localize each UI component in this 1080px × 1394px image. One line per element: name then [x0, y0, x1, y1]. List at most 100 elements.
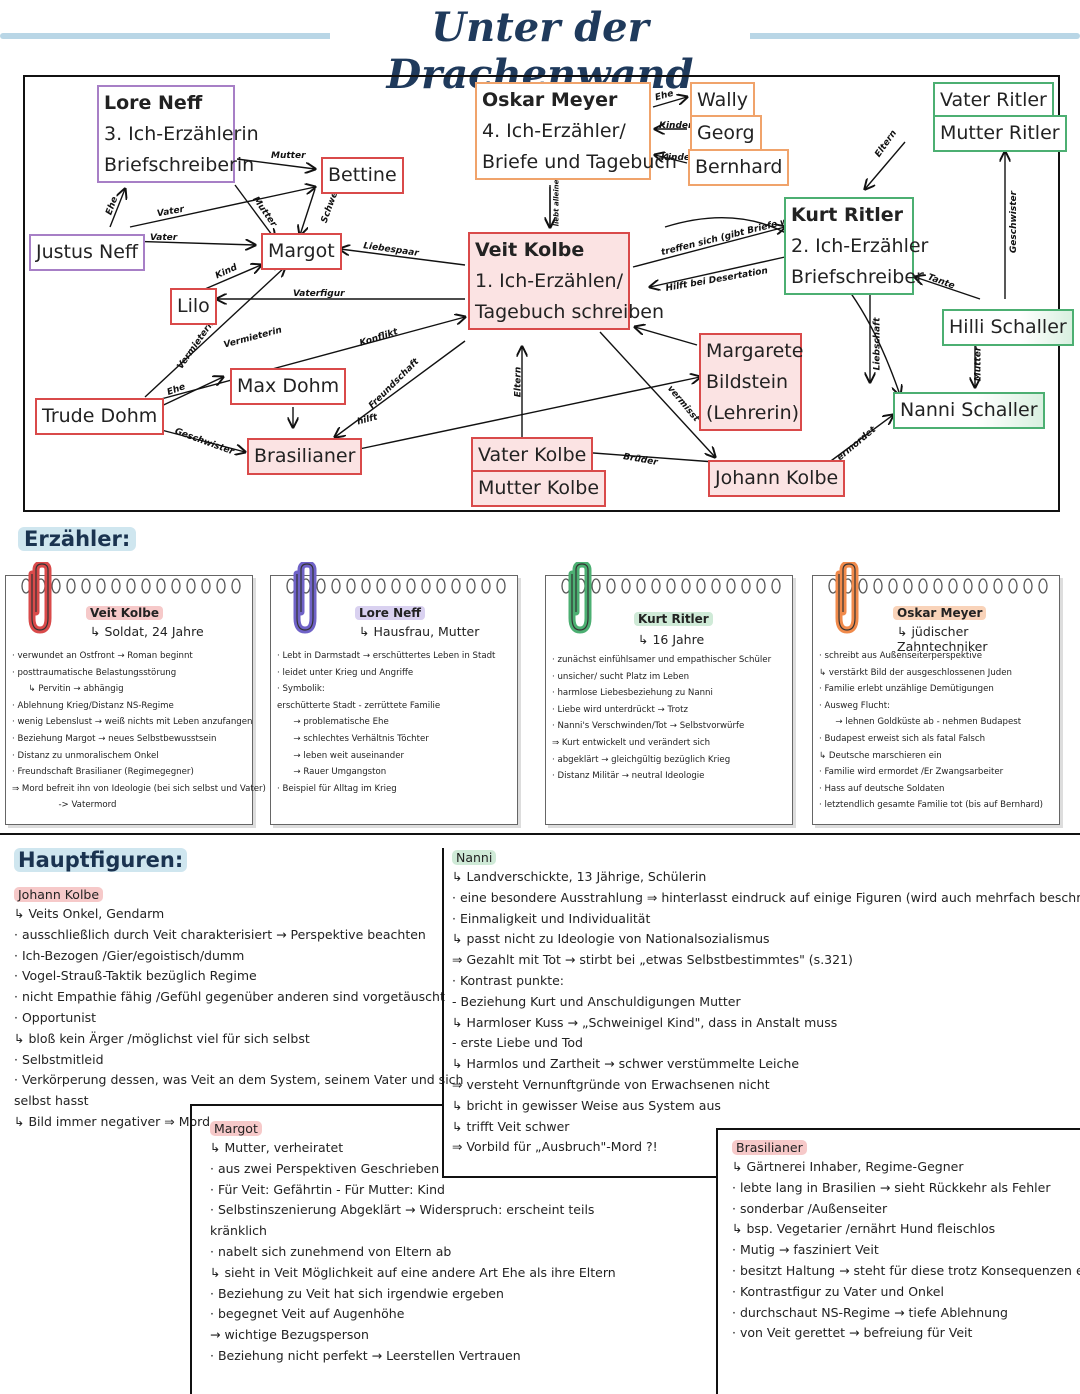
- title-rule-left: [0, 33, 345, 39]
- node-margarete-name: Margarete: [706, 340, 804, 362]
- list-item: · letztendlich gesamte Familie tot (bis …: [819, 800, 1043, 811]
- spiral-ring: [66, 578, 76, 594]
- spiral-ring: [171, 578, 181, 594]
- node-kurt-name: Kurt Ritler: [791, 204, 903, 226]
- list-item: · Budapest erweist sich als fatal Falsch: [819, 733, 986, 744]
- list-item: · Beziehung Margot → neues Selbstbewusst…: [12, 733, 217, 744]
- text-line: · Für Veit: Gefährtin - Für Mutter: Kind: [210, 1181, 445, 1197]
- spiral-ring: [873, 578, 883, 594]
- edge-label-kinder-2: Kinder: [661, 153, 695, 163]
- figure-lines: ↳ Mutter, verheiratet· aus zwei Perspekt…: [210, 1138, 710, 1367]
- narrator-card-lore: Lore Neff ↳ Hausfrau, Mutter · Lebt in D…: [270, 562, 518, 825]
- list-item: · posttraumatische Belastungsstörung: [12, 667, 177, 678]
- text-line: · Kontrastfigur zu Vater und Onkel: [732, 1283, 944, 1299]
- node-oskar-desc: Briefe und Tagebuch: [482, 150, 677, 173]
- brasilianer-border-top: [716, 1128, 1080, 1130]
- edge-trude-max: [154, 377, 223, 410]
- text-line: ↳ bricht in gewisser Weise aus System au…: [452, 1097, 721, 1113]
- node-veit-name: Veit Kolbe: [475, 239, 585, 261]
- edge-label-eltern-veit: Eltern: [513, 366, 524, 398]
- list-item: · harmlose Liebesbeziehung zu Nanni: [552, 688, 713, 699]
- list-item: ⇒ Mord befreit ihn von Ideologie (bei si…: [12, 783, 266, 794]
- text-line: · lebte lang in Brasilien → sieht Rückke…: [732, 1179, 1051, 1195]
- list-item: · abgeklärt → gleichgültig bezüglich Kri…: [552, 754, 731, 765]
- figure-lines: ↳ Veits Onkel, Gendarm · ausschließlich d…: [14, 904, 463, 1133]
- node-veit-role: 1. Ich-Erzählen/: [475, 269, 624, 292]
- spiral-ring: [591, 578, 601, 594]
- text-line: ↳ Veits Onkel, Gendarm: [14, 906, 165, 921]
- spiral-ring: [466, 578, 476, 594]
- list-item: · wenig Lebenslust → weiß nichts mit Leb…: [12, 717, 253, 728]
- text-line: · ausschließlich durch Veit charakterisi…: [14, 926, 426, 942]
- edge-label-vater-2: Vater: [150, 233, 178, 243]
- edge-label-liebschaft: Liebschaft: [872, 317, 883, 371]
- spiral-ring: [726, 578, 736, 594]
- list-item: · Ausweg Flucht:: [819, 700, 890, 711]
- figure-margot: Margot ↳ Mutter, verheiratet· aus zwei P…: [210, 1118, 710, 1367]
- text-line: ↳ Landverschickte, 13 Jährige, Schülerin: [452, 869, 707, 884]
- text-line: · eine besondere Ausstrahlung ⇒ hinterla…: [452, 889, 1080, 905]
- text-line: · Selbstinszenierung Abgeklärt → Widersp…: [210, 1202, 595, 1218]
- paperclip-icon: [293, 562, 317, 634]
- text-line: selbst hasst: [14, 1093, 89, 1109]
- narrator-sub: ↳ jüdischer Zahntechniker: [897, 624, 988, 654]
- edge-veit-brasilianer: [335, 340, 466, 437]
- spiral-ring: [666, 578, 676, 594]
- spiral-ring: [391, 578, 401, 594]
- list-item: ⇒ Kurt entwickelt und verändert sich: [552, 737, 711, 748]
- text-line: · besitzt Haltung → steht für diese trot…: [732, 1262, 1080, 1278]
- spiral-ring: [1008, 578, 1018, 594]
- text-line: · durchschaut NS-Regime → tiefe Ablehnun…: [732, 1304, 1008, 1320]
- node-lore-name: Lore Neff: [104, 92, 203, 114]
- spiral-ring: [756, 578, 766, 594]
- spiral-ring: [651, 578, 661, 594]
- text-line: - erste Liebe und Tod: [452, 1035, 583, 1051]
- node-oskar-name: Oskar Meyer: [482, 89, 618, 111]
- narrator-lines: · zunächst einfühlsamer und empathischer…: [552, 652, 788, 785]
- text-line: ⇒ Vorbild für „Ausbruch"-Mord ?!: [452, 1139, 658, 1155]
- node-vater-ritler: Vater Ritler: [933, 82, 1054, 119]
- narrator-card-veit: Veit Kolbe ↳ Soldat, 24 Jahre · verwunde…: [5, 562, 266, 825]
- narrator-card-oskar: Oskar Meyer ↳ jüdischer Zahntechniker · …: [812, 562, 1060, 825]
- spiral-ring: [231, 578, 241, 594]
- narrator-card-kurt: Kurt Ritler ↳ 16 Jahre · zunächst einfüh…: [545, 562, 793, 825]
- list-item: ↳ Deutsche marschieren ein: [819, 750, 942, 761]
- node-lore-neff: Lore Neff 3. Ich-Erzählerin Briefschreib…: [97, 85, 259, 184]
- figure-nanni: Nanni ↳ Landverschickte, 13 Jährige, Sch…: [452, 847, 1080, 1158]
- spiral-ring: [978, 578, 988, 594]
- narrator-sub-text: 16 Jahre: [652, 632, 705, 647]
- text-line: · Beziehung zu Veit hat sich irgendwie e…: [210, 1285, 504, 1301]
- edge-oskar-wally: [652, 97, 687, 108]
- node-veit-kolbe: Veit Kolbe 1. Ich-Erzählen/ Tagebuch sch…: [468, 232, 665, 331]
- node-oskar-role: 4. Ich-Erzähler/: [482, 119, 626, 142]
- list-item: · Freundschaft Brasilianer (Regimegegner…: [12, 767, 194, 778]
- list-item: · Liebe wird unterdrückt → Trotz: [552, 704, 688, 715]
- text-line: → wichtige Bezugsperson: [210, 1327, 369, 1343]
- edge-veit-johann: [599, 331, 715, 457]
- figure-name: Brasilianer: [732, 1140, 807, 1155]
- text-line: · Einmaligkeit und Individualität: [452, 910, 651, 926]
- edge-kurt-veit: [650, 256, 786, 287]
- list-item: → schlechtes Verhältnis Töchter: [277, 733, 429, 744]
- text-line: ↳ passt nicht zu Ideologie von Nationals…: [452, 931, 770, 947]
- node-johann-kolbe: Johann Kolbe: [708, 460, 846, 497]
- edge-trude-brasilianer: [149, 426, 245, 452]
- node-veit-desc: Tagebuch schreiben: [475, 300, 665, 323]
- node-kurt-ritler: Kurt Ritler 2. Ich-Erzähler Briefschreib…: [784, 197, 928, 296]
- title-area: Unter der Drachenwand: [0, 0, 1080, 98]
- node-mutter-ritler: Mutter Ritler: [933, 115, 1067, 152]
- list-item: · Beispiel für Alltag im Krieg: [277, 783, 397, 794]
- spiral-ring: [621, 578, 631, 594]
- edge-label-vaterfigur: Vaterfigur: [293, 289, 345, 299]
- text-line: · Selbstmitleid: [14, 1051, 104, 1067]
- narrators-heading: Erzähler:: [18, 527, 137, 551]
- text-line: ↳ Harmloser Kuss → „Schweinigel Kind", d…: [452, 1014, 838, 1030]
- figure-johann: Johann Kolbe ↳ Veits Onkel, Gendarm· aus…: [14, 884, 463, 1133]
- text-line: · Ich-Bezogen /Gier/egoistisch/dumm: [14, 947, 245, 963]
- paperclip-icon: [28, 562, 52, 634]
- figure-lines: ↳ Landverschickte, 13 Jährige, Schülerin…: [452, 867, 1080, 1158]
- edge-lore-bettine: [236, 158, 315, 169]
- node-lore-role: 3. Ich-Erzählerin: [104, 122, 259, 145]
- list-item: erschütterte Stadt - zerrüttete Familie: [277, 700, 441, 711]
- narrator-lines: · Lebt in Darmstadt → erschüttertes Lebe…: [277, 648, 513, 797]
